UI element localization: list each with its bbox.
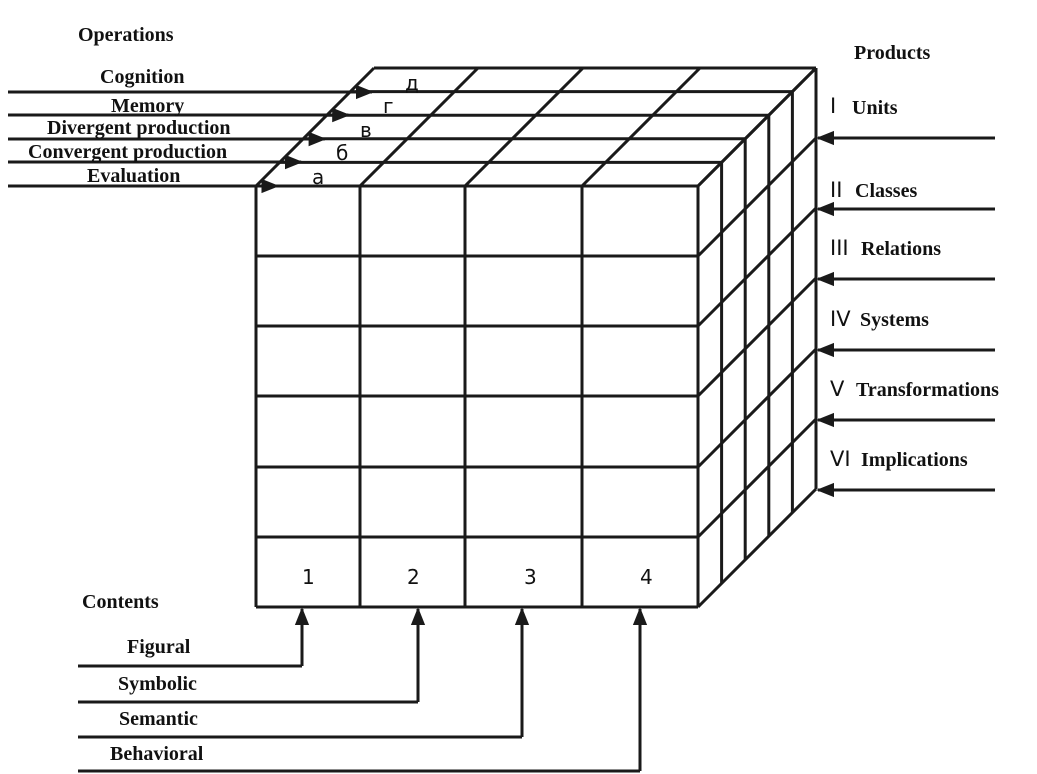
operation-label-cognition: Cognition [100, 66, 184, 88]
side-diagonal-line [696, 276, 818, 398]
layer-letter-g: г [383, 94, 394, 118]
content-label-behavioral: Behavioral [110, 743, 204, 765]
product-classes: II Classes [830, 178, 917, 202]
top-diagonal-line [358, 66, 480, 188]
layer-letter-a: а [312, 165, 324, 189]
content-number-4: 4 [640, 565, 653, 589]
top-diagonal-line [580, 66, 702, 188]
product-systems: IV Systems [830, 307, 929, 331]
side-diagonal-line [696, 347, 818, 469]
product-numeral: III [830, 236, 849, 260]
product-label: Units [852, 97, 898, 119]
side-diagonal-line [696, 417, 818, 539]
product-label: Relations [861, 238, 941, 260]
arrows [8, 84, 995, 773]
top-diagonal-line [254, 66, 376, 188]
products-header: Products [854, 42, 931, 64]
layer-letter-d: д [405, 71, 419, 95]
content-number-1: 1 [302, 565, 315, 589]
content-number-2: 2 [407, 565, 420, 589]
side-diagonal-line [696, 136, 818, 258]
product-relations: III Relations [830, 236, 941, 260]
product-numeral: VI [830, 447, 851, 471]
content-label-symbolic: Symbolic [118, 673, 197, 695]
side-diagonal-line [696, 487, 818, 609]
product-numeral: IV [830, 307, 851, 331]
product-numeral: II [830, 178, 842, 202]
content-label-figural: Figural [127, 636, 191, 658]
side-diagonal-line [696, 66, 818, 188]
operations-header: Operations [78, 24, 174, 46]
operation-label-convergent: Convergent production [28, 141, 227, 163]
cube-grid [254, 66, 818, 609]
product-units: I Units [830, 94, 898, 119]
product-numeral: I [830, 94, 836, 118]
product-label: Systems [860, 309, 929, 331]
layer-letter-v: в [360, 118, 372, 142]
product-label: Implications [861, 449, 968, 471]
operation-label-evaluation: Evaluation [87, 165, 180, 187]
content-label-semantic: Semantic [119, 708, 198, 730]
operation-label-divergent: Divergent production [47, 117, 231, 139]
operation-label-memory: Memory [111, 95, 184, 117]
product-label: Classes [855, 180, 917, 202]
layer-letter-b: б [336, 141, 348, 165]
contents-header: Contents [82, 591, 159, 613]
product-transformations: V Transformations [830, 377, 999, 401]
product-implications: VI Implications [830, 447, 968, 471]
product-numeral: V [830, 377, 845, 401]
product-label: Transformations [856, 379, 999, 401]
side-diagonal-line [696, 206, 818, 328]
top-diagonal-line [463, 66, 585, 188]
content-number-3: 3 [524, 565, 537, 589]
